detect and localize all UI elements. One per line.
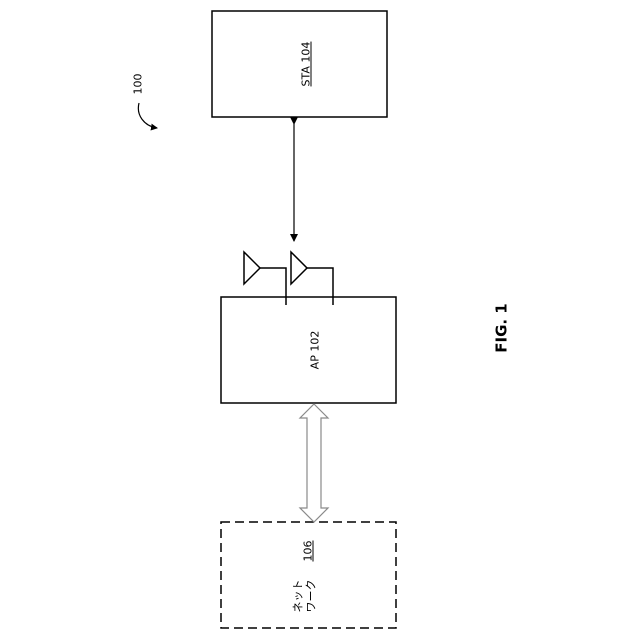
figure-caption: FIG. 1 bbox=[495, 303, 510, 353]
ap-label: AP 102 bbox=[310, 331, 321, 370]
backhaul-link-arrow bbox=[300, 404, 328, 522]
reference-arrow bbox=[138, 103, 157, 128]
sta-label: STA 104 bbox=[301, 42, 312, 87]
network-label-line1: ネット bbox=[293, 580, 304, 613]
network-label-line2: ワーク bbox=[306, 580, 317, 613]
network-numeral: 106 bbox=[303, 541, 314, 562]
reference-numeral: 100 bbox=[133, 74, 144, 95]
